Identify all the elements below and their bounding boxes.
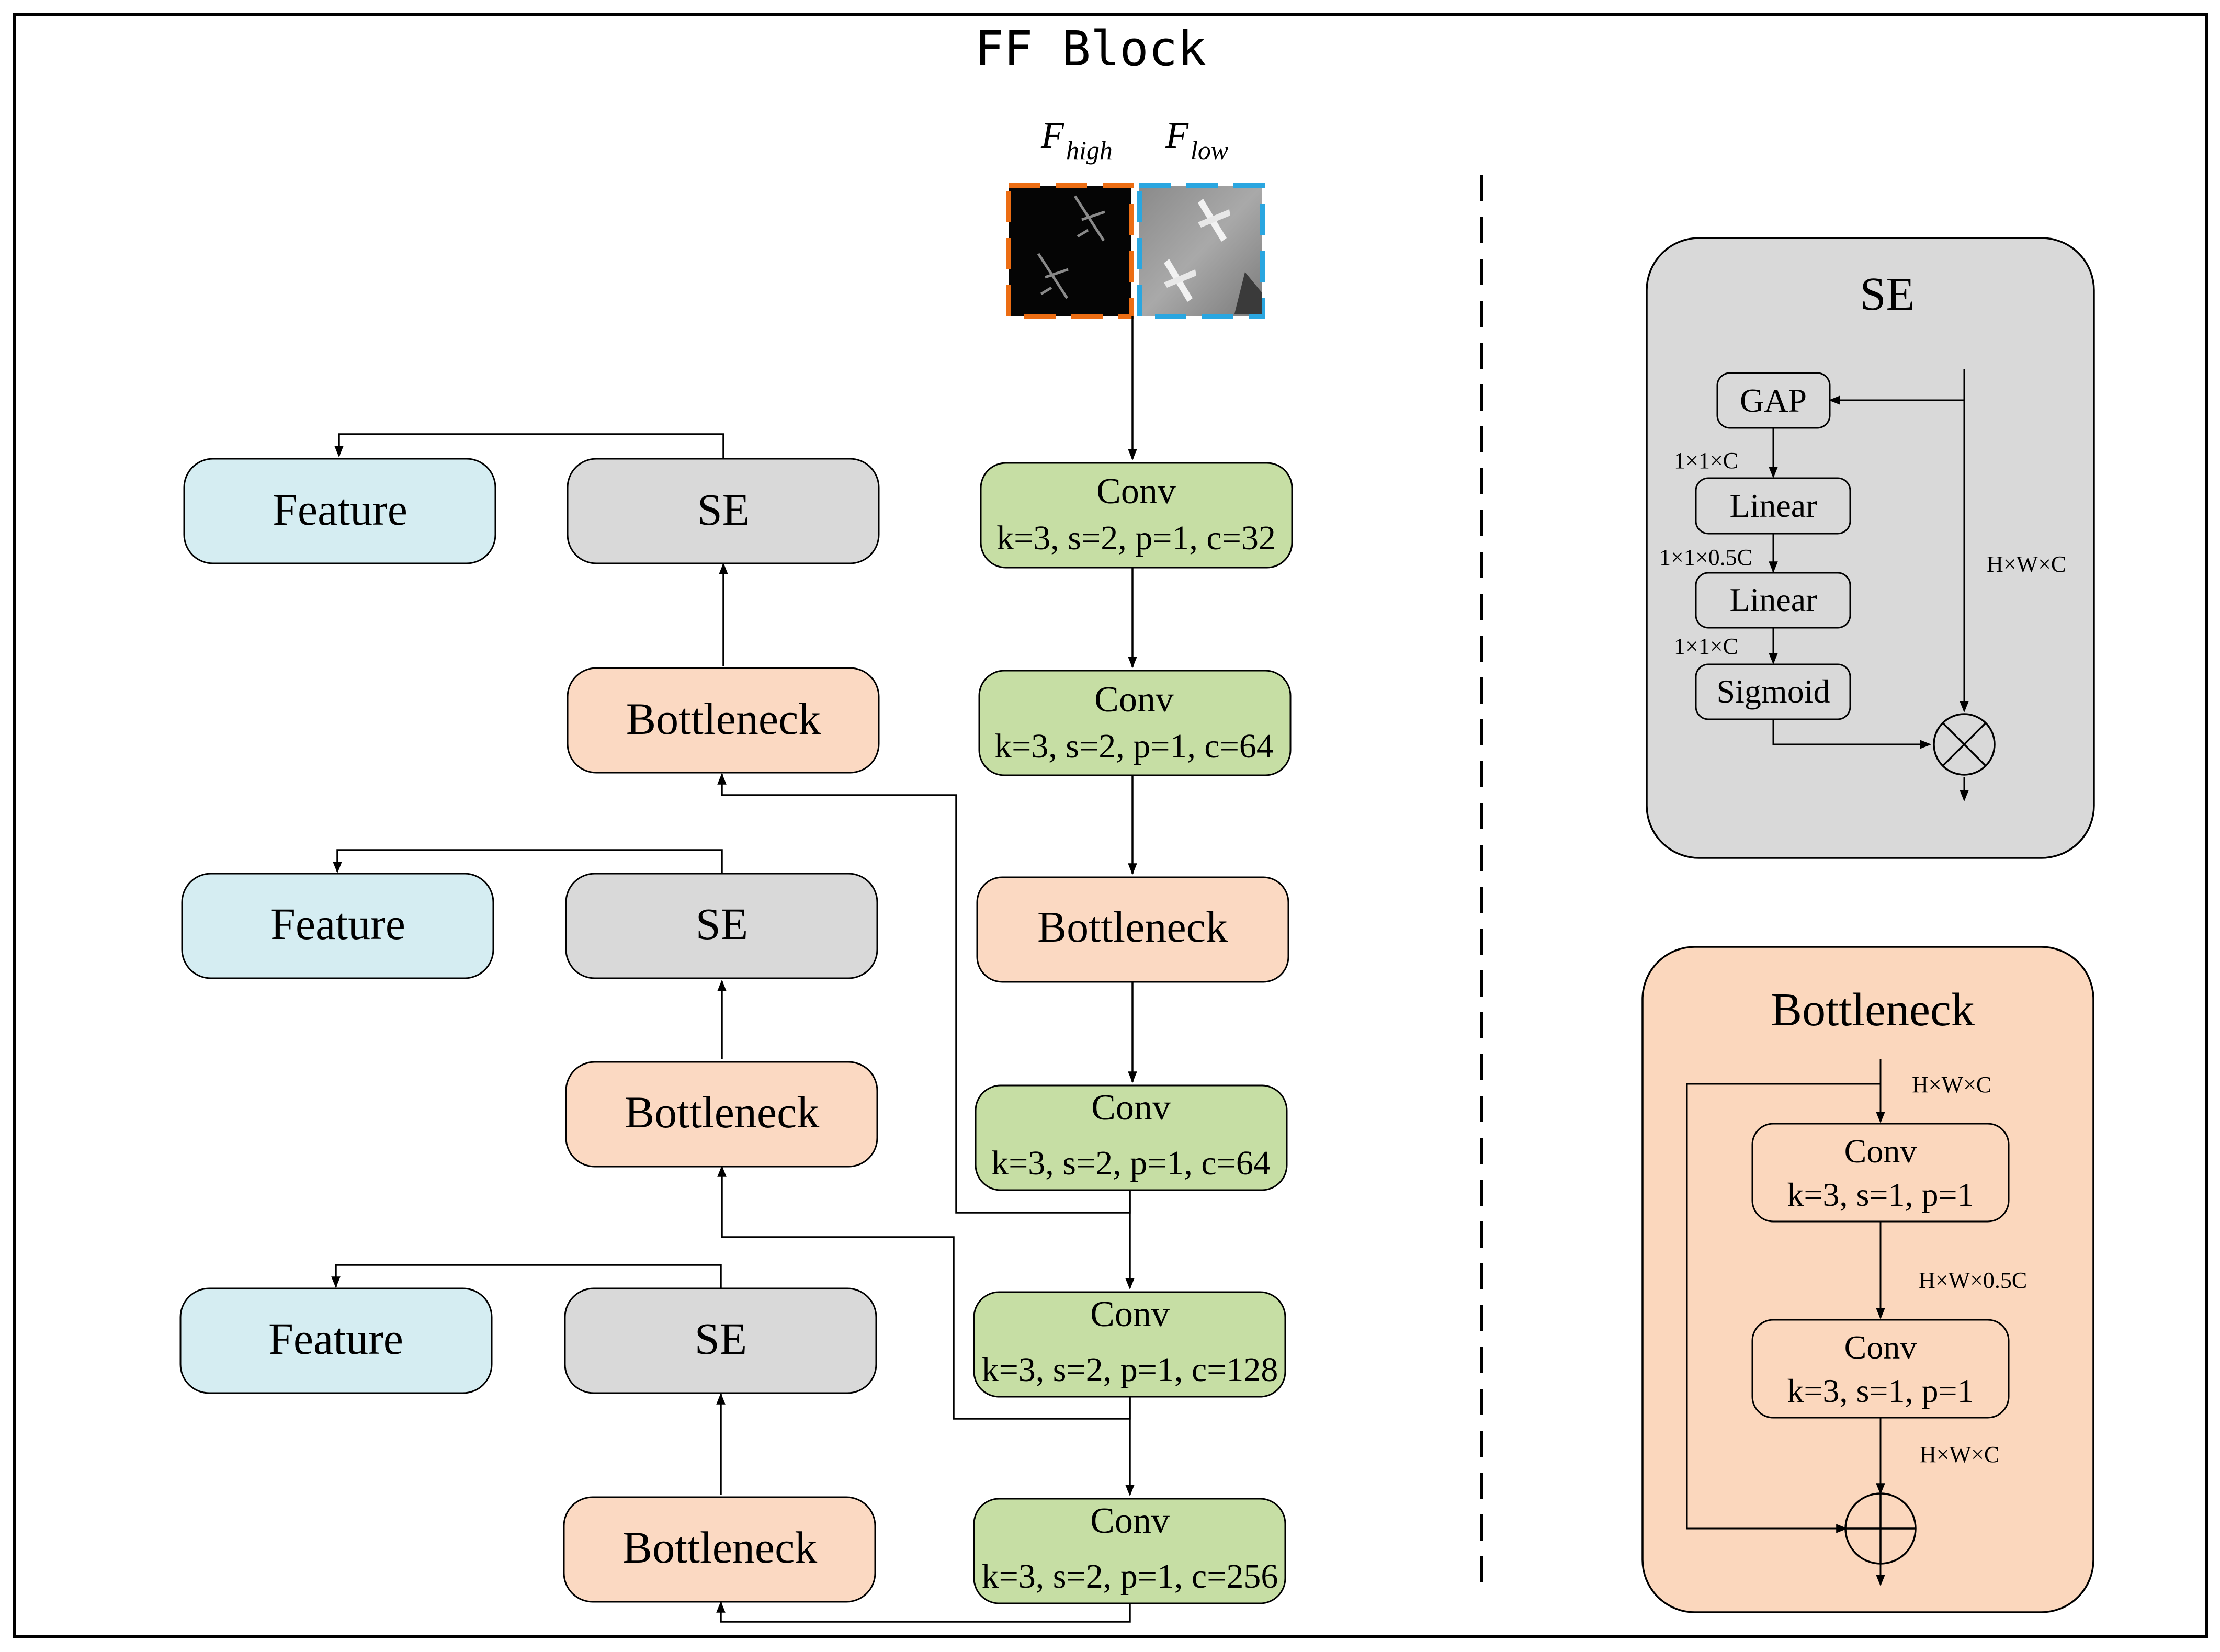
main-bottleneck-box: Bottleneck — [976, 876, 1289, 983]
feature-box: Feature — [183, 458, 496, 564]
f-low-label: Flow — [1165, 114, 1228, 165]
bottleneck-dim-in: H×W×C — [1912, 1072, 1991, 1097]
feature-label: Feature — [268, 1314, 403, 1364]
conv-3-params: k=3, s=2, p=1, c=64 — [991, 1144, 1271, 1182]
feature-label: Feature — [270, 899, 405, 949]
conv-box-1: Conv k=3, s=2, p=1, c=32 — [980, 462, 1293, 569]
bottleneck-label: Bottleneck — [625, 1087, 820, 1137]
bottleneck-detail-connectors — [1686, 1059, 1885, 1587]
feature-label: Feature — [273, 484, 407, 535]
feature-box: Feature — [181, 873, 494, 979]
airplane-icon — [1037, 195, 1105, 299]
linear-2-label: Linear — [1730, 581, 1817, 618]
bottleneck-conv-1-params: k=3, s=1, p=1 — [1787, 1176, 1974, 1213]
bottleneck-box: Bottleneck — [563, 1496, 876, 1603]
multiply-icon — [1933, 713, 1996, 776]
feature-box: Feature — [179, 1287, 493, 1394]
se-dim-c: 1×1×C — [1674, 633, 1738, 659]
sigmoid-box: Sigmoid — [1695, 663, 1851, 720]
bottleneck-conv-box-2: Conv k=3, s=1, p=1 — [1751, 1319, 2010, 1419]
se-label: SE — [696, 899, 748, 949]
bottleneck-detail-title: Bottleneck — [1771, 984, 1975, 1036]
bottleneck-label: Bottleneck — [622, 1522, 818, 1572]
bottleneck-conv-2-title: Conv — [1844, 1329, 1917, 1366]
conv-3-title: Conv — [1091, 1088, 1171, 1128]
branch-2: Feature SE Bottleneck — [181, 873, 878, 1168]
gap-label: GAP — [1740, 382, 1807, 419]
bottleneck-conv-box-1: Conv k=3, s=1, p=1 — [1751, 1123, 2010, 1223]
se-detail-panel: SE GAP Linear Linear Sigmoid 1×1×C 1×1 — [1646, 237, 2095, 859]
bottleneck-dim-mid: H×W×0.5C — [1919, 1268, 2027, 1293]
bottleneck-conv-1-title: Conv — [1844, 1133, 1917, 1170]
airplane-icon — [1164, 199, 1262, 314]
conv-4-title: Conv — [1090, 1294, 1170, 1334]
se-label: SE — [695, 1314, 747, 1364]
se-detail-title: SE — [1860, 268, 1915, 320]
conv-box-4: Conv k=3, s=2, p=1, c=128 — [973, 1291, 1286, 1398]
f-high-label: Fhigh — [1040, 114, 1113, 165]
high-frequency-image — [1006, 183, 1134, 319]
conv-box-2: Conv k=3, s=2, p=1, c=64 — [978, 670, 1292, 776]
se-box: SE — [567, 458, 880, 564]
add-icon — [1844, 1492, 1917, 1565]
branch-1: Feature SE Bottleneck — [183, 458, 880, 774]
se-detail-connectors — [1769, 369, 1969, 802]
gap-box: GAP — [1716, 372, 1831, 429]
se-dim-b: 1×1×0.5C — [1659, 545, 1752, 570]
bottleneck-box: Bottleneck — [567, 667, 880, 774]
bottleneck-dim-out: H×W×C — [1920, 1442, 1999, 1467]
conv-5-params: k=3, s=2, p=1, c=256 — [982, 1557, 1278, 1596]
conv-box-5: Conv k=3, s=2, p=1, c=256 — [973, 1498, 1286, 1604]
se-dim-side: H×W×C — [1987, 551, 2066, 577]
sigmoid-label: Sigmoid — [1717, 673, 1830, 710]
conv-5-title: Conv — [1090, 1501, 1170, 1541]
conv-2-title: Conv — [1094, 680, 1174, 720]
bottleneck-detail-panel: Bottleneck Conv k=3, s=1, p=1 Conv k=3, … — [1641, 946, 2094, 1613]
branch-3: Feature SE Bottleneck — [179, 1287, 877, 1603]
main-bottleneck-title: Bottleneck — [1037, 903, 1228, 952]
conv-2-params: k=3, s=2, p=1, c=64 — [994, 727, 1274, 765]
conv-4-params: k=3, s=2, p=1, c=128 — [982, 1351, 1278, 1389]
se-box: SE — [565, 873, 878, 979]
linear-box-1: Linear — [1695, 477, 1851, 535]
se-label: SE — [697, 484, 750, 535]
linear-box-2: Linear — [1695, 572, 1851, 629]
main-column-connectors — [331, 316, 1137, 1623]
se-dim-a: 1×1×C — [1674, 448, 1738, 473]
page-title: FF Block — [975, 21, 1206, 77]
conv-1-title: Conv — [1096, 471, 1176, 512]
bottleneck-label: Bottleneck — [626, 694, 821, 744]
linear-1-label: Linear — [1730, 487, 1817, 524]
conv-1-params: k=3, s=2, p=1, c=32 — [996, 519, 1276, 557]
bottleneck-box: Bottleneck — [565, 1061, 878, 1168]
bottleneck-conv-2-params: k=3, s=1, p=1 — [1787, 1372, 1974, 1409]
low-frequency-image — [1137, 183, 1265, 319]
conv-box-3: Conv k=3, s=2, p=1, c=64 — [975, 1084, 1288, 1191]
se-box: SE — [564, 1287, 877, 1394]
